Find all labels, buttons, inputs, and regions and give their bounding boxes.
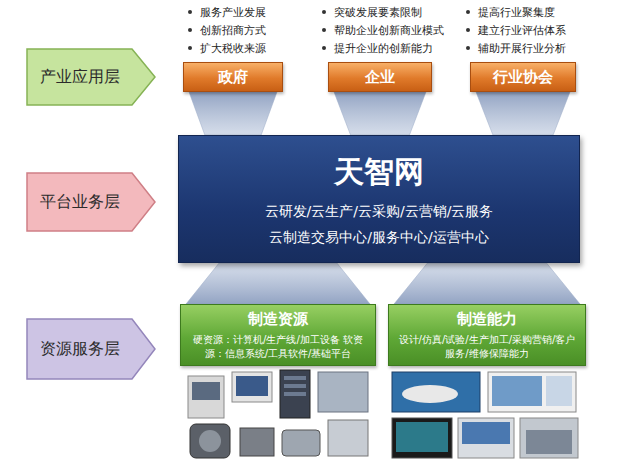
- device: [328, 420, 368, 456]
- bullet-text: 突破发展要素限制: [334, 5, 422, 20]
- bullet-item: 扩大税收来源: [188, 39, 266, 57]
- node-title: 制造资源: [248, 310, 308, 329]
- node-body: 设计/仿真/试验/生产加工/采购营销/客户服务/维修保障能力: [395, 333, 579, 360]
- layer-arrow: 平台业务层: [26, 172, 156, 232]
- bullet-dot: [188, 46, 192, 50]
- bullet-item: 帮助企业创新商业模式: [322, 21, 444, 39]
- layer-arrow: 产业应用层: [26, 48, 156, 106]
- bullet-item: 创新招商方式: [188, 21, 266, 39]
- software-window: [492, 376, 542, 406]
- resource-box: 制造资源硬资源：计算机/生产线/加工设备 软资源：信息系统/工具软件/基础平台: [180, 304, 376, 366]
- role-box: 企业: [328, 62, 432, 92]
- device: [240, 428, 274, 456]
- funnel-connector: [476, 92, 570, 135]
- bullet-item: 突破发展要素限制: [322, 3, 422, 21]
- node-title: 政府: [212, 68, 254, 87]
- engine: [190, 424, 230, 458]
- control-window: [462, 422, 510, 444]
- funnel-connector: [394, 263, 580, 304]
- resource-box: 制造能力设计/仿真/试验/生产加工/采购营销/客户服务/维修保障能力: [388, 304, 586, 366]
- arrow-shape: [27, 49, 155, 105]
- node-title: 企业: [359, 68, 401, 87]
- funnel-connector: [186, 263, 370, 304]
- engine-part: [199, 430, 221, 452]
- machine: [188, 376, 224, 418]
- bullet-dot: [188, 28, 192, 32]
- bullet-item: 辅助开展行业分析: [466, 39, 566, 57]
- bullet-item: 提升企业的创新能力: [322, 39, 433, 57]
- simulation-shape: [402, 385, 458, 403]
- bullet-text: 提高行业聚集度: [478, 5, 555, 20]
- bullet-dot: [466, 10, 470, 14]
- monitor: [392, 418, 452, 458]
- node-title: 制造能力: [457, 310, 517, 329]
- rack-slot: [284, 376, 306, 380]
- bullet-text: 扩大税收来源: [200, 41, 266, 56]
- role-box: 行业协会: [470, 62, 576, 92]
- bullet-dot: [188, 10, 192, 14]
- bullet-item: 服务产业发展: [188, 3, 266, 21]
- simulation-screen: [392, 372, 480, 412]
- bullet-text: 辅助开展行业分析: [478, 41, 566, 56]
- rack-slot: [284, 384, 306, 388]
- computer: [232, 372, 272, 402]
- platform-box: 天智网云研发/云生产/云采购/云营销/云服务云制造交易中心/服务中心/运营中心: [178, 135, 580, 263]
- rack-slot: [284, 392, 306, 396]
- arrow-shape: [27, 319, 155, 379]
- funnel-connector: [189, 92, 277, 135]
- node-title: 资源服务层: [26, 339, 156, 360]
- bullet-dot: [322, 46, 326, 50]
- node-title: 行业协会: [487, 68, 559, 87]
- equipment: [318, 372, 368, 412]
- node-title: 产业应用层: [26, 67, 156, 88]
- bullet-text: 建立行业评估体系: [478, 23, 566, 38]
- bullet-text: 帮助企业创新商业模式: [334, 23, 444, 38]
- bullet-dot: [322, 28, 326, 32]
- node-title: 平台业务层: [26, 192, 156, 213]
- node-body: 云研发/云生产/云采购/云营销/云服务: [265, 203, 494, 221]
- workshop-machine: [526, 430, 572, 454]
- funnel-connector: [334, 92, 426, 135]
- bullet-dot: [322, 10, 326, 14]
- control-screen: [458, 418, 514, 458]
- software-screen: [488, 372, 576, 412]
- bullet-item: 提高行业聚集度: [466, 3, 555, 21]
- layer-arrow: 资源服务层: [26, 318, 156, 380]
- bullet-text: 创新招商方式: [200, 23, 266, 38]
- bullet-text: 服务产业发展: [200, 5, 266, 20]
- workshop-photo: [520, 418, 578, 458]
- screen: [236, 376, 268, 396]
- role-box: 政府: [183, 62, 283, 92]
- bullet-dot: [466, 28, 470, 32]
- machine-panel: [192, 382, 220, 400]
- bullet-item: 建立行业评估体系: [466, 21, 566, 39]
- node-title: 天智网: [334, 152, 424, 193]
- server-rack: [280, 370, 310, 418]
- software-panel: [546, 376, 572, 406]
- node-body: 云制造交易中心/服务中心/运营中心: [269, 229, 488, 247]
- monitor-screen: [396, 422, 448, 452]
- bullet-dot: [466, 46, 470, 50]
- device: [282, 430, 320, 456]
- node-body: 硬资源：计算机/生产线/加工设备 软资源：信息系统/工具软件/基础平台: [191, 333, 365, 360]
- bullet-text: 提升企业的创新能力: [334, 41, 433, 56]
- arrow-shape: [27, 173, 155, 231]
